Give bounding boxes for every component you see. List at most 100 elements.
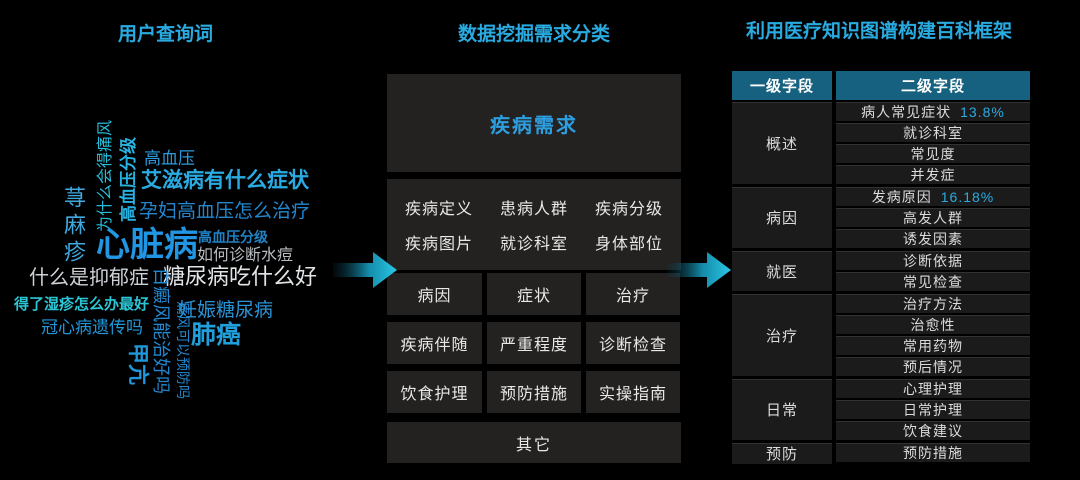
kg-level1-cell: 就医 bbox=[732, 251, 832, 291]
need-category-grid: 病因症状治疗疾病伴随严重程度诊断检查饮食护理预防措施实操指南 bbox=[387, 273, 681, 413]
kg-table-header: 一级字段 二级字段 bbox=[732, 71, 1030, 100]
query-word: 妊娠糖尿病 bbox=[178, 300, 274, 321]
kg-field-percentage: 16.18% bbox=[940, 188, 995, 205]
need-category-cell: 疾病伴随 bbox=[387, 322, 482, 364]
kg-header-level1: 一级字段 bbox=[732, 71, 832, 100]
kg-field-label: 日常护理 bbox=[903, 401, 963, 418]
query-word: 白癜风能治好吗 bbox=[151, 268, 171, 394]
wordcloud-panel-title: 用户查询词 bbox=[118, 24, 214, 45]
query-word: 肺癌 bbox=[191, 321, 242, 349]
need-category-cell: 预防措施 bbox=[487, 371, 581, 413]
kg-group: 概述 病人常见症状 13.8% 就诊科室常见度并发症 bbox=[732, 102, 1030, 184]
kg-level2-row: 常见检查 bbox=[836, 272, 1030, 291]
kg-level2-rows: 治疗方法治愈性常用药物预后情况 bbox=[836, 294, 1030, 376]
query-word: 糖尿病吃什么好 bbox=[163, 264, 318, 289]
kg-field-label: 心理护理 bbox=[903, 380, 963, 397]
query-word: 艾滋病有什么症状 bbox=[141, 169, 309, 192]
kg-level1-cell: 日常 bbox=[732, 379, 832, 440]
kg-table-body: 概述 病人常见症状 13.8% 就诊科室常见度并发症病因 发病原因 16.18% 高发人群诱… bbox=[732, 102, 1030, 464]
kg-level2-row: 发病原因 16.18% bbox=[836, 187, 1030, 206]
kg-level2-rows: 预防措施 bbox=[836, 443, 1030, 464]
query-word: 为什么会得痛风 bbox=[97, 119, 114, 232]
kg-group: 预防 预防措施 bbox=[732, 443, 1030, 464]
subneed-label: 疾病图片 bbox=[404, 236, 473, 253]
subneed-label: 就诊科室 bbox=[499, 236, 568, 253]
kg-group: 日常心理护理日常护理饮食建议 bbox=[732, 379, 1030, 440]
query-word: 如何诊断水痘 bbox=[197, 247, 294, 264]
kg-field-label: 治疗方法 bbox=[903, 295, 963, 312]
kg-field-label: 常用药物 bbox=[903, 337, 963, 354]
kg-level2-rows: 发病原因 16.18% 高发人群诱发因素 bbox=[836, 187, 1030, 248]
kg-level2-rows: 心理护理日常护理饮食建议 bbox=[836, 379, 1030, 440]
kg-field-label: 饮食建议 bbox=[903, 422, 963, 439]
need-category-cell: 病因 bbox=[387, 273, 482, 315]
kg-level2-row: 治疗方法 bbox=[836, 294, 1030, 313]
disease-need-box: 疾病需求 bbox=[387, 74, 681, 172]
classification-panel-title: 数据挖掘需求分类 bbox=[457, 24, 610, 45]
kg-field-label: 病人常见症状 bbox=[861, 103, 952, 120]
subneed-label: 身体部位 bbox=[595, 236, 664, 253]
subneed-box: 疾病定义 患病人群 疾病分级疾病图片 就诊科室 身体部位 bbox=[387, 179, 681, 270]
query-word: 荨麻疹 bbox=[61, 186, 86, 267]
kg-framework-panel-title: 利用医疗知识图谱构建百科框架 bbox=[745, 21, 1012, 42]
kg-level2-row: 预防措施 bbox=[836, 443, 1030, 462]
kg-field-label: 预后情况 bbox=[903, 358, 963, 375]
query-word: 痛风可以预防吗 bbox=[175, 301, 191, 399]
kg-level2-row: 诊断依据 bbox=[836, 251, 1030, 270]
kg-level1-cell: 病因 bbox=[732, 187, 832, 248]
query-word: 得了湿疹怎么办最好 bbox=[14, 296, 150, 313]
flow-arrow-left bbox=[333, 252, 397, 288]
kg-level2-row: 常用药物 bbox=[836, 336, 1030, 355]
subneed-label: 患病人群 bbox=[499, 201, 568, 218]
kg-field-label: 诊断依据 bbox=[903, 252, 963, 269]
other-category-box: 其它 bbox=[387, 422, 681, 463]
need-category-cell: 治疗 bbox=[586, 273, 680, 315]
query-word: 冠心病遗传吗 bbox=[41, 318, 143, 337]
need-category-cell: 严重程度 bbox=[487, 322, 581, 364]
kg-field-label: 预防措施 bbox=[903, 444, 963, 461]
kg-level2-row: 并发症 bbox=[836, 165, 1030, 184]
query-word: 高血压分级 bbox=[119, 137, 138, 222]
query-word: 孕妇高血压怎么治疗 bbox=[139, 201, 311, 222]
kg-level2-row: 就诊科室 bbox=[836, 123, 1030, 142]
kg-field-label: 高发人群 bbox=[903, 209, 963, 226]
kg-field-label: 治愈性 bbox=[910, 316, 956, 333]
kg-level1-cell: 治疗 bbox=[732, 294, 832, 376]
kg-level2-row: 诱发因素 bbox=[836, 229, 1030, 248]
kg-level2-row: 病人常见症状 13.8% bbox=[836, 102, 1030, 121]
kg-header-level2: 二级字段 bbox=[836, 71, 1030, 100]
kg-field-label: 诱发因素 bbox=[903, 230, 963, 247]
kg-field-label: 并发症 bbox=[910, 166, 956, 183]
kg-level2-rows: 病人常见症状 13.8% 就诊科室常见度并发症 bbox=[836, 102, 1030, 184]
kg-level2-row: 常见度 bbox=[836, 144, 1030, 163]
subneed-label: 疾病分级 bbox=[595, 201, 664, 218]
kg-field-label: 常见检查 bbox=[903, 273, 963, 290]
kg-level2-row: 高发人群 bbox=[836, 208, 1030, 227]
need-category-cell: 症状 bbox=[487, 273, 581, 315]
kg-level2-rows: 诊断依据常见检查 bbox=[836, 251, 1030, 291]
kg-level2-row: 预后情况 bbox=[836, 357, 1030, 376]
kg-group: 病因 发病原因 16.18% 高发人群诱发因素 bbox=[732, 187, 1030, 248]
query-word: 心脏病 bbox=[96, 226, 198, 264]
kg-level1-cell: 预防 bbox=[732, 443, 832, 464]
query-word: 高血压 bbox=[144, 149, 195, 168]
subneed-line: 疾病图片 就诊科室 身体部位 bbox=[405, 230, 663, 254]
need-category-cell: 实操指南 bbox=[586, 371, 680, 413]
query-word: 甲亢 bbox=[126, 343, 149, 385]
kg-group: 就医诊断依据常见检查 bbox=[732, 251, 1030, 291]
subneed-label: 疾病定义 bbox=[404, 201, 473, 218]
query-word: 什么是抑郁症 bbox=[29, 267, 149, 289]
flow-arrow-right bbox=[667, 252, 731, 288]
kg-field-label: 发病原因 bbox=[871, 188, 932, 205]
kg-level1-cell: 概述 bbox=[732, 102, 832, 184]
kg-field-label: 就诊科室 bbox=[903, 124, 963, 141]
kg-field-label: 常见度 bbox=[910, 145, 956, 162]
kg-level2-row: 治愈性 bbox=[836, 315, 1030, 334]
kg-group: 治疗治疗方法治愈性常用药物预后情况 bbox=[732, 294, 1030, 376]
subneed-line: 疾病定义 患病人群 疾病分级 bbox=[405, 195, 663, 219]
need-category-cell: 饮食护理 bbox=[387, 371, 482, 413]
kg-field-percentage: 13.8% bbox=[960, 103, 1005, 120]
query-word: 高血压分级 bbox=[198, 229, 268, 245]
kg-field-table: 一级字段 二级字段 概述 病人常见症状 13.8% 就诊科室常见度并发症病因 发病原因 1… bbox=[732, 71, 1030, 467]
